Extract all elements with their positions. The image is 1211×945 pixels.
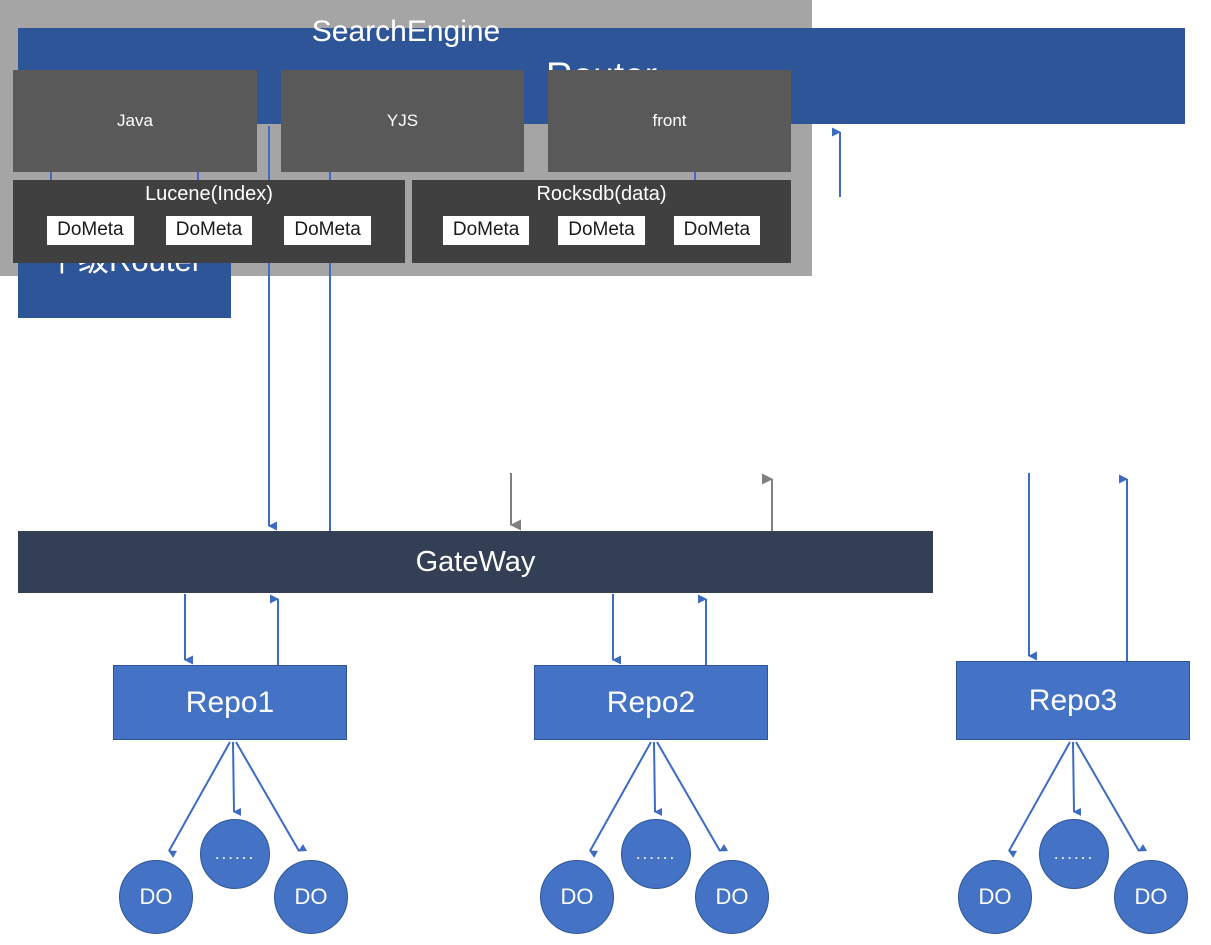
repo3-node[interactable]: Repo3: [956, 661, 1190, 740]
repo2-do-right[interactable]: DO: [695, 860, 769, 934]
search-engine-component-yjs[interactable]: YJS: [281, 70, 524, 172]
repo1-do-left[interactable]: DO: [119, 860, 193, 934]
repo3-do-ellipsis[interactable]: ......: [1039, 819, 1109, 889]
do-label: DO: [139, 884, 173, 909]
repo-label: Repo3: [1028, 683, 1118, 717]
gateway-label: GateWay: [415, 545, 536, 578]
do-label: ......: [635, 844, 677, 863]
dometa-chip[interactable]: DoMeta: [558, 216, 645, 245]
arrow-repo1-to-do-middle: [232, 741, 242, 816]
component-label: front: [652, 111, 687, 130]
repo2-node[interactable]: Repo2: [534, 665, 768, 740]
dometa-row: DoMeta DoMeta DoMeta: [13, 216, 405, 245]
repo-label: Repo2: [606, 685, 696, 719]
search-engine-title: SearchEngine: [311, 15, 501, 48]
do-label: DO: [560, 884, 594, 909]
repo3-do-right[interactable]: DO: [1114, 860, 1188, 934]
store-rocksdb[interactable]: Rocksdb(data) DoMeta DoMeta DoMeta: [412, 180, 791, 263]
do-label: DO: [1134, 884, 1168, 909]
dometa-chip[interactable]: DoMeta: [165, 216, 253, 245]
component-label: YJS: [386, 111, 419, 130]
dometa-chip[interactable]: DoMeta: [442, 216, 530, 245]
dometa-chip[interactable]: DoMeta: [47, 216, 134, 245]
store-lucene[interactable]: Lucene(Index) DoMeta DoMeta DoMeta: [13, 180, 405, 263]
dometa-row: DoMeta DoMeta DoMeta: [412, 216, 791, 245]
arrow-repo3-to-do-middle: [1072, 741, 1082, 816]
gateway-node[interactable]: GateWay: [18, 531, 933, 593]
repo-label: Repo1: [185, 685, 275, 719]
store-title: Rocksdb(data): [536, 183, 667, 205]
search-engine-node[interactable]: SearchEngine Java YJS front Lucene(Index…: [0, 0, 812, 276]
do-label: DO: [978, 884, 1012, 909]
repo2-do-ellipsis[interactable]: ......: [621, 819, 691, 889]
repo2-do-left[interactable]: DO: [540, 860, 614, 934]
search-engine-component-front[interactable]: front: [548, 70, 791, 172]
arrow-repo2-to-do-middle: [653, 741, 663, 816]
do-label: ......: [214, 844, 256, 863]
dometa-chip[interactable]: DoMeta: [673, 216, 761, 245]
do-label: DO: [294, 884, 328, 909]
repo3-do-left[interactable]: DO: [958, 860, 1032, 934]
search-engine-component-java[interactable]: Java: [13, 70, 257, 172]
component-label: Java: [117, 111, 153, 130]
dometa-chip[interactable]: DoMeta: [284, 216, 371, 245]
repo1-do-right[interactable]: DO: [274, 860, 348, 934]
do-label: ......: [1053, 844, 1095, 863]
repo1-do-ellipsis[interactable]: ......: [200, 819, 270, 889]
do-label: DO: [715, 884, 749, 909]
repo1-node[interactable]: Repo1: [113, 665, 347, 740]
store-title: Lucene(Index): [145, 183, 273, 205]
